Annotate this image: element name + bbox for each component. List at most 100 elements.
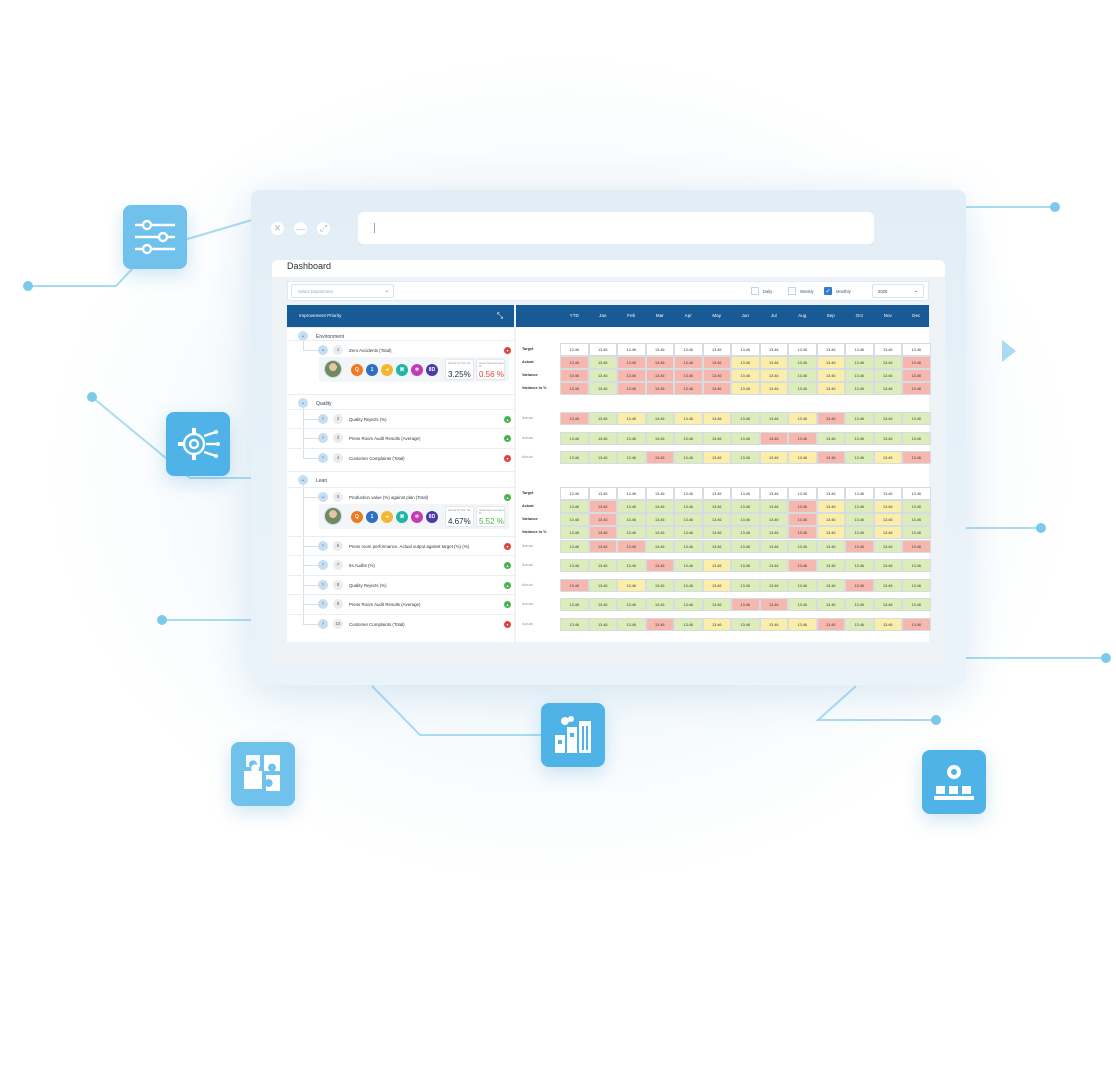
- month-header[interactable]: Nov: [883, 313, 892, 318]
- value-cell[interactable]: 13.46: [617, 369, 646, 382]
- value-cell[interactable]: 13.46: [617, 500, 646, 513]
- value-cell[interactable]: 13.46: [788, 432, 817, 445]
- value-cell[interactable]: 13.46: [902, 382, 931, 395]
- value-cell[interactable]: 13.46: [560, 598, 589, 611]
- value-cell[interactable]: 13.46: [645, 540, 674, 553]
- value-cell[interactable]: 13.46: [759, 598, 788, 611]
- value-cell[interactable]: 13.46: [560, 451, 589, 464]
- month-header[interactable]: May: [712, 313, 722, 318]
- value-cell[interactable]: 13.46: [873, 343, 902, 356]
- value-cell[interactable]: 13.46: [759, 382, 788, 395]
- value-cell[interactable]: 13.46: [674, 343, 703, 356]
- month-header[interactable]: Apr: [684, 313, 692, 318]
- value-cell[interactable]: 13.46: [845, 382, 874, 395]
- value-cell[interactable]: 13.46: [845, 540, 874, 553]
- value-cell[interactable]: 13.46: [816, 618, 845, 631]
- collapse-all-icon[interactable]: ⤡: [496, 311, 504, 320]
- value-cell[interactable]: 13.46: [702, 369, 731, 382]
- 8d-icon[interactable]: 8D: [426, 364, 438, 376]
- value-cell[interactable]: 13.46: [645, 618, 674, 631]
- month-header[interactable]: YTD: [569, 313, 579, 318]
- value-cell[interactable]: 13.46: [873, 540, 902, 553]
- value-cell[interactable]: 13.46: [674, 540, 703, 553]
- value-cell[interactable]: 13.46: [788, 412, 817, 425]
- value-cell[interactable]: 13.46: [816, 526, 845, 539]
- value-cell[interactable]: 13.46: [788, 559, 817, 572]
- value-cell[interactable]: 13.46: [873, 432, 902, 445]
- value-cell[interactable]: 13.46: [674, 598, 703, 611]
- value-cell[interactable]: 13.46: [617, 559, 646, 572]
- process-icon[interactable]: ⌘: [396, 364, 408, 376]
- value-cell[interactable]: 13.46: [845, 500, 874, 513]
- share-icon[interactable]: ✲: [411, 364, 423, 376]
- value-cell[interactable]: 13.46: [702, 618, 731, 631]
- value-cell[interactable]: 13.46: [617, 526, 646, 539]
- value-cell[interactable]: 13.46: [902, 412, 931, 425]
- value-cell[interactable]: 13.46: [873, 356, 902, 369]
- value-cell[interactable]: 13.46: [702, 412, 731, 425]
- value-cell[interactable]: 13.46: [873, 500, 902, 513]
- value-cell[interactable]: 13.46: [588, 526, 617, 539]
- value-cell[interactable]: 13.46: [759, 412, 788, 425]
- value-cell[interactable]: 13.46: [731, 500, 760, 513]
- value-cell[interactable]: 13.46: [588, 451, 617, 464]
- value-cell[interactable]: 13.46: [588, 579, 617, 592]
- value-cell[interactable]: 13.46: [788, 579, 817, 592]
- value-cell[interactable]: 13.46: [902, 540, 931, 553]
- value-cell[interactable]: 13.46: [816, 369, 845, 382]
- item-label[interactable]: Quality Rejects (%): [349, 583, 387, 588]
- value-cell[interactable]: 13.46: [816, 382, 845, 395]
- value-cell[interactable]: 13.46: [731, 618, 760, 631]
- q-circle-icon[interactable]: Q: [351, 511, 363, 523]
- value-cell[interactable]: 13.46: [759, 356, 788, 369]
- item-expand-icon[interactable]: ⌄: [318, 345, 328, 355]
- value-cell[interactable]: 13.46: [674, 559, 703, 572]
- item-label[interactable]: Press room performance. Actual output ag…: [349, 544, 470, 549]
- value-cell[interactable]: 13.46: [759, 513, 788, 526]
- value-cell[interactable]: 13.46: [645, 598, 674, 611]
- value-cell[interactable]: 13.46: [873, 451, 902, 464]
- value-cell[interactable]: 13.46: [560, 618, 589, 631]
- value-cell[interactable]: 13.46: [873, 598, 902, 611]
- month-header[interactable]: Oct: [855, 313, 863, 318]
- value-cell[interactable]: 13.46: [759, 559, 788, 572]
- item-label[interactable]: Zero Accidents (Total): [349, 348, 392, 353]
- value-cell[interactable]: 13.46: [902, 500, 931, 513]
- department-select[interactable]: Select Department ⌄: [291, 284, 394, 298]
- value-cell[interactable]: 13.46: [617, 343, 646, 356]
- value-cell[interactable]: 13.46: [902, 618, 931, 631]
- value-cell[interactable]: 13.46: [845, 526, 874, 539]
- value-cell[interactable]: 13.46: [788, 382, 817, 395]
- value-cell[interactable]: 13.46: [588, 412, 617, 425]
- value-cell[interactable]: 13.46: [731, 598, 760, 611]
- value-cell[interactable]: 13.46: [674, 412, 703, 425]
- value-cell[interactable]: 13.46: [617, 579, 646, 592]
- value-cell[interactable]: 13.46: [560, 500, 589, 513]
- group-expand-icon[interactable]: ⌄: [298, 475, 308, 485]
- value-cell[interactable]: 13.46: [845, 579, 874, 592]
- value-cell[interactable]: 13.46: [731, 487, 760, 500]
- value-cell[interactable]: 13.46: [845, 487, 874, 500]
- value-cell[interactable]: 13.46: [588, 500, 617, 513]
- value-cell[interactable]: 13.46: [788, 356, 817, 369]
- value-cell[interactable]: 13.46: [588, 513, 617, 526]
- value-cell[interactable]: 13.46: [588, 382, 617, 395]
- value-cell[interactable]: 13.46: [816, 513, 845, 526]
- item-expand-icon[interactable]: ›: [318, 580, 328, 590]
- item-expand-icon[interactable]: ›: [318, 433, 328, 443]
- value-cell[interactable]: 13.46: [902, 451, 931, 464]
- item-label[interactable]: 5s Audits (%): [349, 563, 375, 568]
- value-cell[interactable]: 13.46: [816, 500, 845, 513]
- value-cell[interactable]: 13.46: [560, 579, 589, 592]
- value-cell[interactable]: 13.46: [560, 513, 589, 526]
- value-cell[interactable]: 13.46: [788, 618, 817, 631]
- value-cell[interactable]: 13.46: [702, 487, 731, 500]
- value-cell[interactable]: 13.46: [645, 487, 674, 500]
- value-cell[interactable]: 13.46: [788, 369, 817, 382]
- value-cell[interactable]: 13.46: [560, 559, 589, 572]
- value-cell[interactable]: 13.46: [702, 343, 731, 356]
- value-cell[interactable]: 13.46: [731, 382, 760, 395]
- value-cell[interactable]: 13.46: [816, 343, 845, 356]
- value-cell[interactable]: 13.46: [645, 382, 674, 395]
- group-expand-icon[interactable]: ⌄: [298, 398, 308, 408]
